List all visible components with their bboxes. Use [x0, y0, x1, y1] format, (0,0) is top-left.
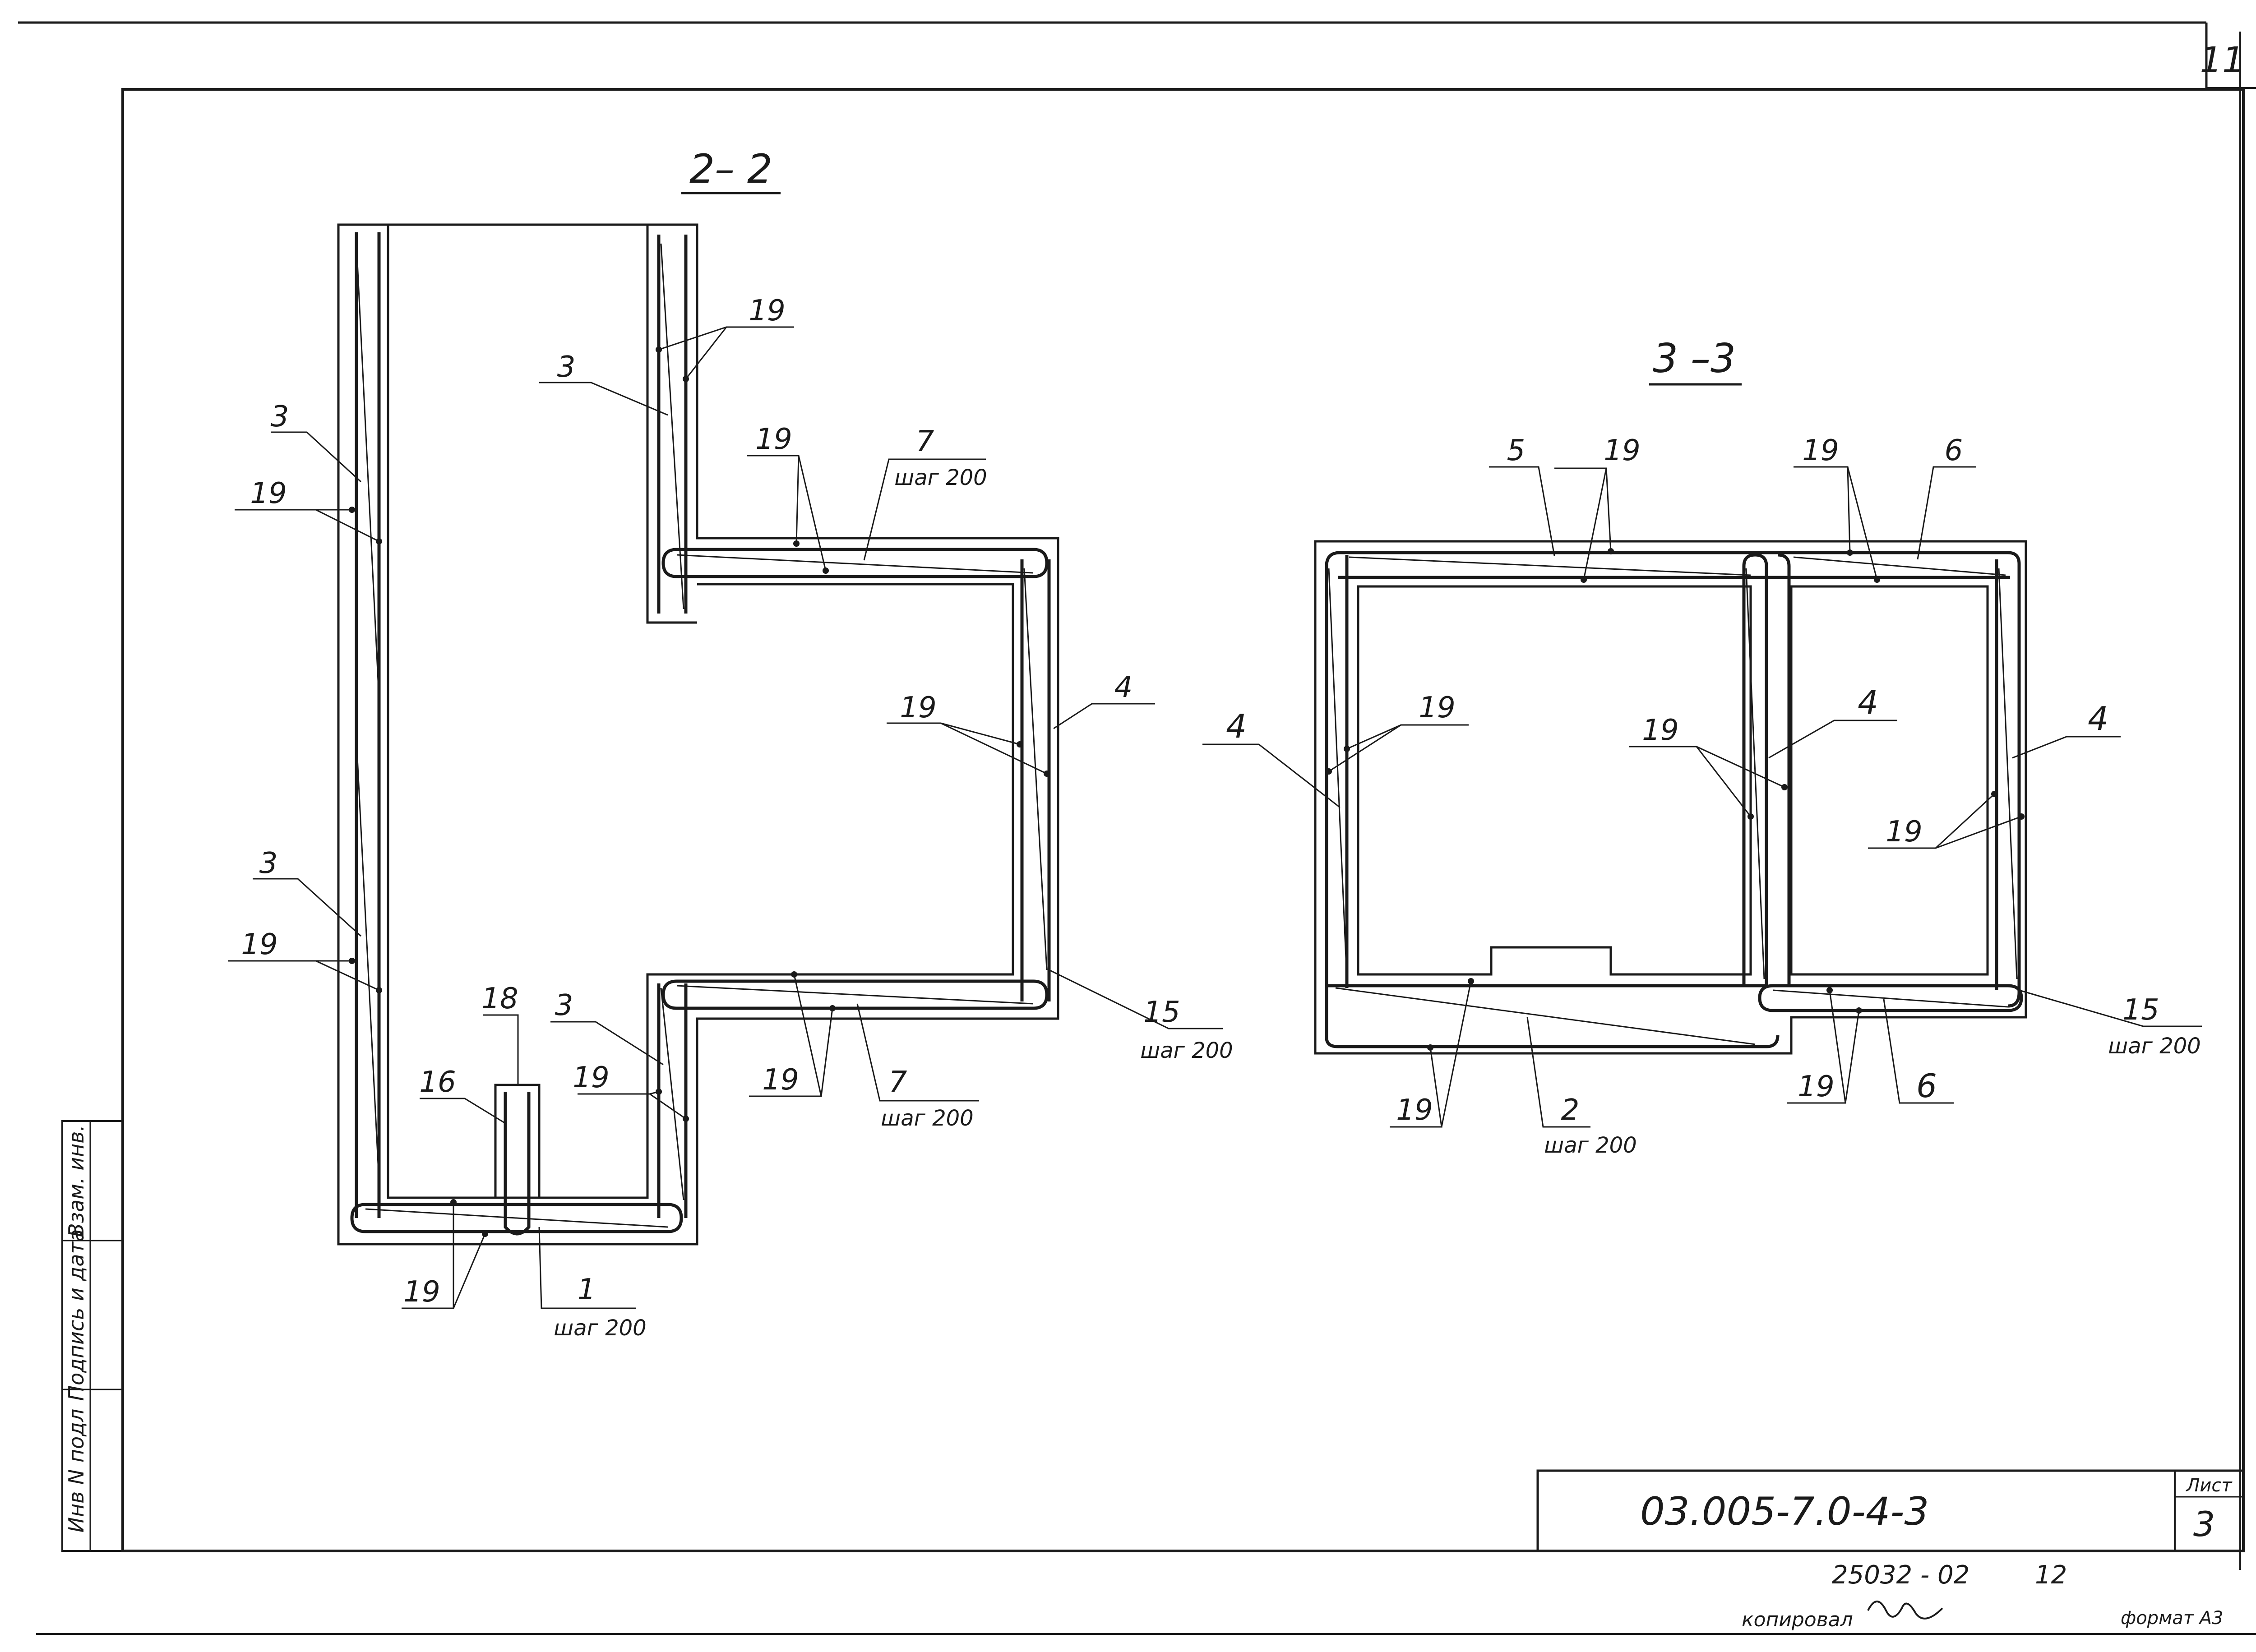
s2-label-19a: 19	[250, 477, 287, 510]
format-label: формат А3	[2121, 1608, 2224, 1629]
s2-label-7b: 7	[889, 1066, 907, 1099]
section-2-slot	[494, 1084, 541, 1198]
s3-label-6a: 6	[1945, 434, 1963, 467]
s3-label-5: 5	[1507, 434, 1526, 467]
s2-label-19g: 19	[573, 1061, 609, 1094]
s2-label-18: 18	[481, 982, 518, 1015]
s2-label-19f: 19	[762, 1063, 799, 1097]
sheet-number: 3	[2193, 1504, 2215, 1544]
s2-label-4: 4	[1114, 671, 1133, 704]
title-block	[1536, 1469, 2245, 1552]
sheet-number-top: 11	[2200, 40, 2244, 81]
section-3-right-cavity	[1790, 585, 1989, 976]
s3-label-15: 15	[2122, 993, 2159, 1027]
side-stamp	[61, 1120, 124, 1552]
s2-label-15: 15	[1143, 996, 1180, 1029]
section-2-top-stub	[646, 225, 697, 624]
section-3-diagonals	[1328, 556, 2018, 1045]
archive-number: 25032 - 02	[1832, 1560, 1969, 1590]
stamp-inv-number: Инв N подл	[64, 1409, 88, 1533]
section-3-leaders	[1202, 466, 2202, 1128]
sheet-frame	[18, 21, 2256, 1635]
section-2-title: 2– 2	[689, 146, 772, 192]
s3-label-4c: 4	[2088, 700, 2108, 738]
section-3-outer-contour	[1314, 540, 2027, 1055]
section-2-inner-contour	[387, 225, 1014, 1199]
s2-label-step7b: шаг 200	[881, 1106, 973, 1131]
stamp-signature-date: Подпись и дата	[64, 1229, 88, 1401]
section-3-title: 3 –3	[1653, 335, 1736, 382]
s2-label-7a: 7	[916, 425, 934, 458]
s2-label-step7a: шаг 200	[894, 465, 987, 490]
s3-label-19a: 19	[1604, 434, 1640, 467]
section-2-leaders	[228, 326, 1223, 1309]
sheet-label: Лист	[2185, 1475, 2233, 1496]
s2-label-3b: 3	[259, 847, 278, 880]
s2-label-19h: 19	[403, 1275, 440, 1309]
s3-label-2: 2	[1561, 1094, 1580, 1127]
s3-label-19g: 19	[1798, 1070, 1834, 1103]
signature-mark	[1867, 1601, 1943, 1620]
s2-label-16: 16	[419, 1066, 456, 1099]
s2-label-19d: 19	[755, 423, 792, 456]
s2-label-3a: 3	[271, 400, 289, 434]
s2-label-3d: 3	[555, 989, 573, 1022]
s3-label-4a: 4	[1226, 707, 1247, 745]
stamp-replaced-inv: Взам. инв.	[64, 1125, 88, 1237]
s2-label-step1: шаг 200	[554, 1315, 646, 1341]
s2-label-19c: 19	[749, 294, 785, 328]
section-2-outer-contour	[337, 223, 1059, 1246]
s3-label-19c: 19	[1419, 691, 1455, 724]
section-2-rebars	[350, 232, 1051, 1236]
section-2-diagonals	[356, 243, 1048, 1228]
s3-label-step15: шаг 200	[2108, 1034, 2201, 1059]
s2-label-step15: шаг 200	[1140, 1038, 1233, 1063]
s3-label-19b: 19	[1802, 434, 1839, 467]
s2-label-19e: 19	[900, 691, 936, 724]
s2-label-19b: 19	[241, 928, 277, 961]
s3-label-4b: 4	[1858, 683, 1878, 721]
s2-label-1: 1	[578, 1273, 596, 1306]
archive-suffix: 12	[2035, 1560, 2067, 1590]
s3-label-19f: 19	[1396, 1094, 1433, 1127]
s2-label-3c: 3	[557, 351, 576, 384]
section-3-dots	[1326, 548, 2025, 1051]
document-code: 03.005-7.0-4-3	[1640, 1489, 1929, 1534]
s3-label-19d: 19	[1642, 714, 1678, 747]
section-3-rebars	[1325, 551, 2023, 1048]
section-2-dots	[349, 346, 1050, 1237]
s3-label-step2: шаг 200	[1544, 1133, 1637, 1158]
s3-label-19e: 19	[1886, 815, 1922, 849]
section-3-left-cavity	[1357, 585, 1752, 976]
copied-label: копировал	[1742, 1608, 1853, 1631]
s3-label-6b: 6	[1916, 1067, 1937, 1105]
